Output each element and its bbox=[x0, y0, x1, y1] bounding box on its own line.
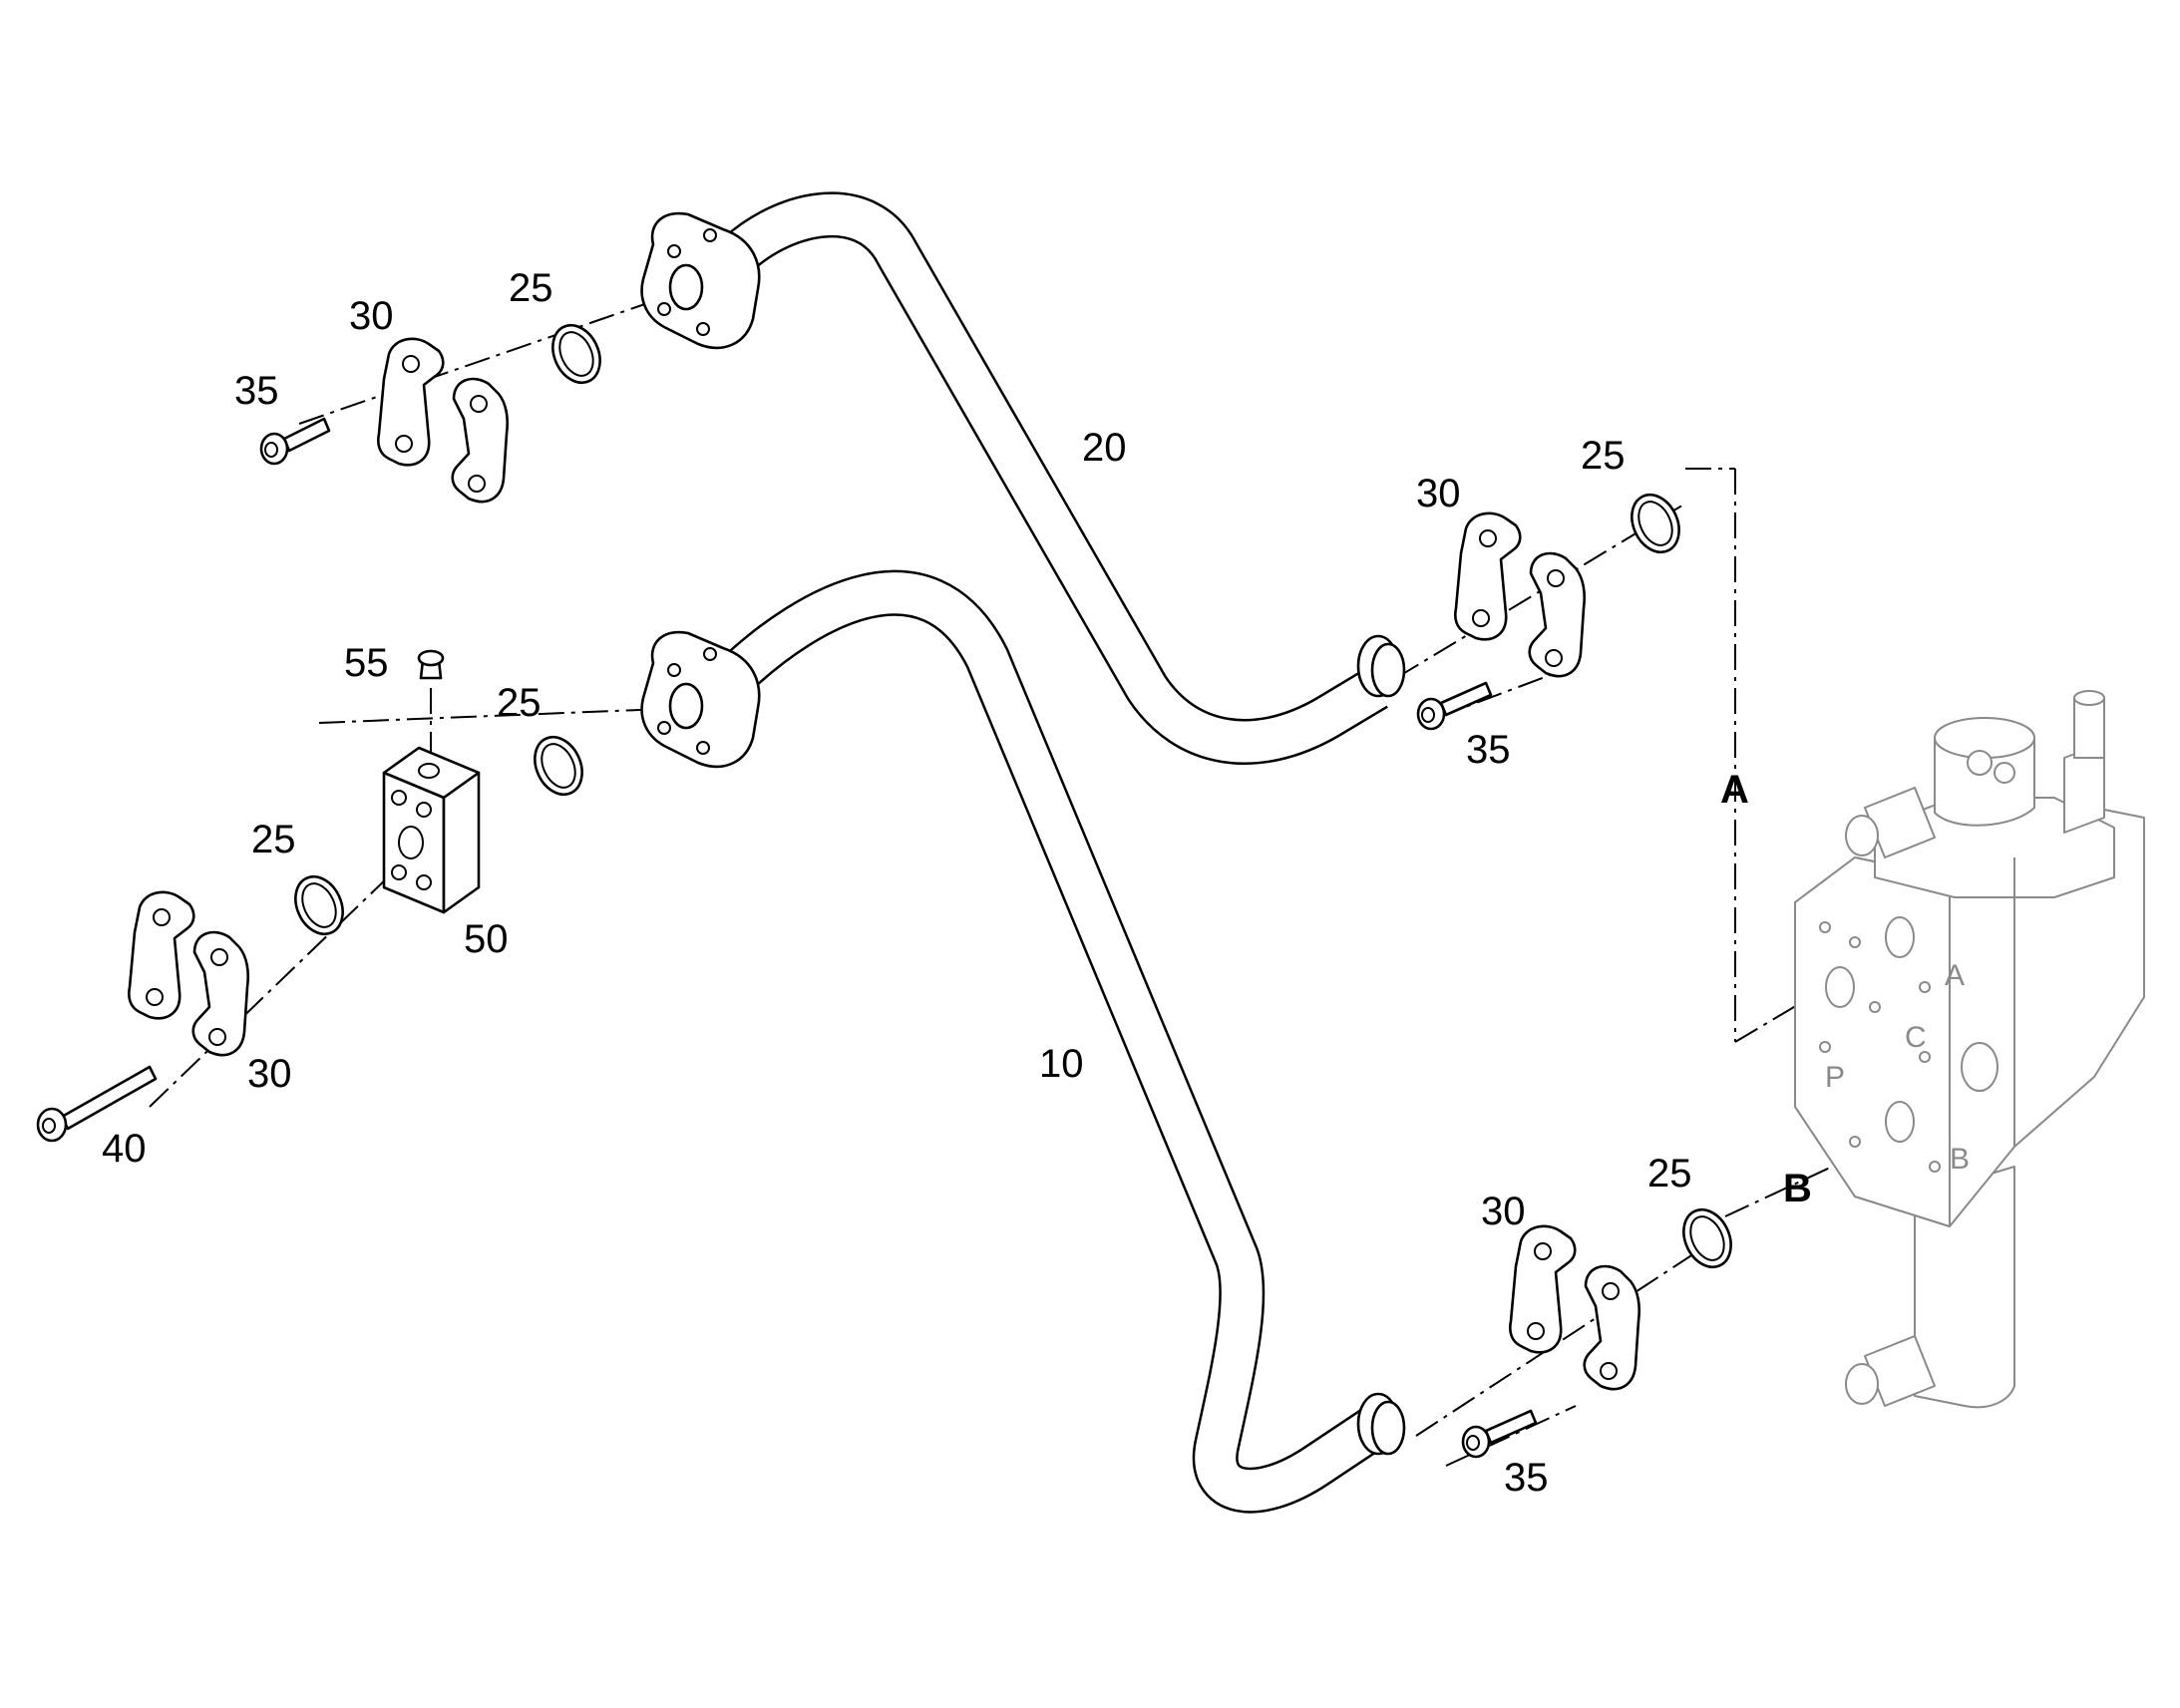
callout-o-ring-mid-right: 25 bbox=[1581, 434, 1626, 478]
tube-10-end-boss bbox=[1356, 1392, 1406, 1456]
tube-20-end-boss bbox=[1356, 634, 1406, 698]
tube-10-flange bbox=[640, 630, 761, 769]
callout-o-ring-top-left: 25 bbox=[509, 266, 553, 310]
callout-bolt-top-left: 35 bbox=[234, 369, 279, 413]
control-valve bbox=[1794, 690, 2145, 1409]
clamp-mid-right bbox=[1454, 512, 1587, 678]
bolt-mid-right bbox=[1416, 681, 1493, 731]
valve-port-p: P bbox=[1825, 1061, 1845, 1094]
callout-o-ring-center: 25 bbox=[497, 681, 542, 725]
plug bbox=[417, 649, 445, 680]
o-ring-left bbox=[294, 874, 344, 936]
clamp-top-left bbox=[377, 337, 510, 504]
adapter-block bbox=[382, 746, 481, 914]
callout-o-ring-bottom-right: 25 bbox=[1647, 1152, 1692, 1196]
o-ring-mid-right bbox=[1631, 493, 1680, 554]
tube-10 bbox=[722, 569, 1389, 1514]
valve-port-c: C bbox=[1905, 1021, 1927, 1054]
callout-clamp-left: 30 bbox=[247, 1052, 292, 1096]
o-ring-bottom-right bbox=[1682, 1207, 1732, 1269]
callout-bolt-long: 40 bbox=[102, 1127, 147, 1171]
connection-label-b: B bbox=[1783, 1167, 1812, 1210]
callout-tube-lower: 10 bbox=[1039, 1042, 1084, 1086]
callout-labels: 20 10 30 30 30 30 35 35 35 40 25 25 25 2… bbox=[102, 266, 1692, 1500]
callout-adapter-block: 50 bbox=[464, 917, 509, 961]
connection-labels: A B bbox=[1720, 768, 1812, 1210]
callout-o-ring-left: 25 bbox=[251, 818, 296, 861]
connection-label-a: A bbox=[1720, 768, 1749, 812]
callout-tube-upper: 20 bbox=[1082, 426, 1127, 470]
callout-clamp-top-left: 30 bbox=[349, 294, 394, 338]
o-ring-top-left bbox=[551, 323, 601, 385]
tube-20-flange bbox=[640, 211, 761, 350]
clamp-left bbox=[128, 890, 250, 1057]
callout-clamp-bottom-right: 30 bbox=[1481, 1190, 1526, 1233]
callout-plug: 55 bbox=[344, 641, 389, 685]
clamp-bottom-right bbox=[1509, 1224, 1641, 1391]
valve-port-a: A bbox=[1945, 959, 1965, 992]
bolt-bottom-right bbox=[1461, 1409, 1538, 1459]
callout-clamp-mid-right: 30 bbox=[1416, 472, 1461, 515]
tube-20 bbox=[722, 191, 1388, 765]
valve-port-labels: A C P B bbox=[1825, 959, 1970, 1176]
callout-bolt-mid-right: 35 bbox=[1466, 728, 1511, 772]
valve-port-b: B bbox=[1950, 1143, 1970, 1176]
bolt-long bbox=[36, 1065, 158, 1143]
o-ring-center bbox=[534, 735, 583, 797]
bolt-top-left bbox=[259, 417, 331, 466]
callout-bolt-bottom-right: 35 bbox=[1504, 1456, 1549, 1500]
